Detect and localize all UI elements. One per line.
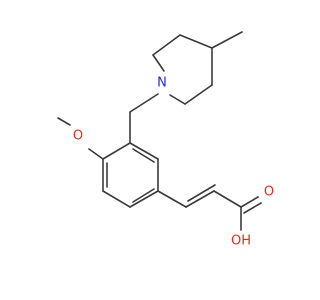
bond-methyl (211, 31, 243, 49)
nitrogen-atom-label: N (157, 76, 167, 91)
aryl-double-3 (132, 148, 155, 163)
bond-carbonyl-1 (240, 196, 259, 208)
bond-vinyl-2 (187, 184, 216, 202)
bond-aryl-o (88, 148, 104, 160)
aryl-double-2 (132, 188, 155, 203)
hydroxyl-label: OH (231, 234, 251, 249)
bond-n-c1 (152, 54, 165, 72)
bond-vinyl-carboxyl (213, 190, 242, 208)
bond-c4-c5 (184, 84, 213, 105)
aryl-bond-c (102, 190, 131, 208)
bond-n-ch2 (129, 93, 159, 113)
bond-o-ch3 (57, 117, 71, 126)
bond-vinyl-1 (185, 190, 215, 208)
bond-c1-c2 (152, 34, 181, 56)
aryl-bond-d (129, 190, 159, 208)
bond-carbonyl-2 (243, 202, 262, 214)
aryl-bond-a (102, 142, 131, 160)
aryl-bond-f (129, 142, 159, 160)
bond-c5-n (169, 94, 186, 105)
molecule-canvas: N O O OH (57, 31, 275, 249)
bond-aryl-vinyl (157, 190, 187, 208)
bond-c2-c3 (179, 34, 213, 49)
structure-diagram: N O O OH (57, 31, 274, 249)
carbonyl-oxygen-label: O (264, 185, 274, 200)
methoxy-oxygen-label: O (73, 129, 83, 144)
